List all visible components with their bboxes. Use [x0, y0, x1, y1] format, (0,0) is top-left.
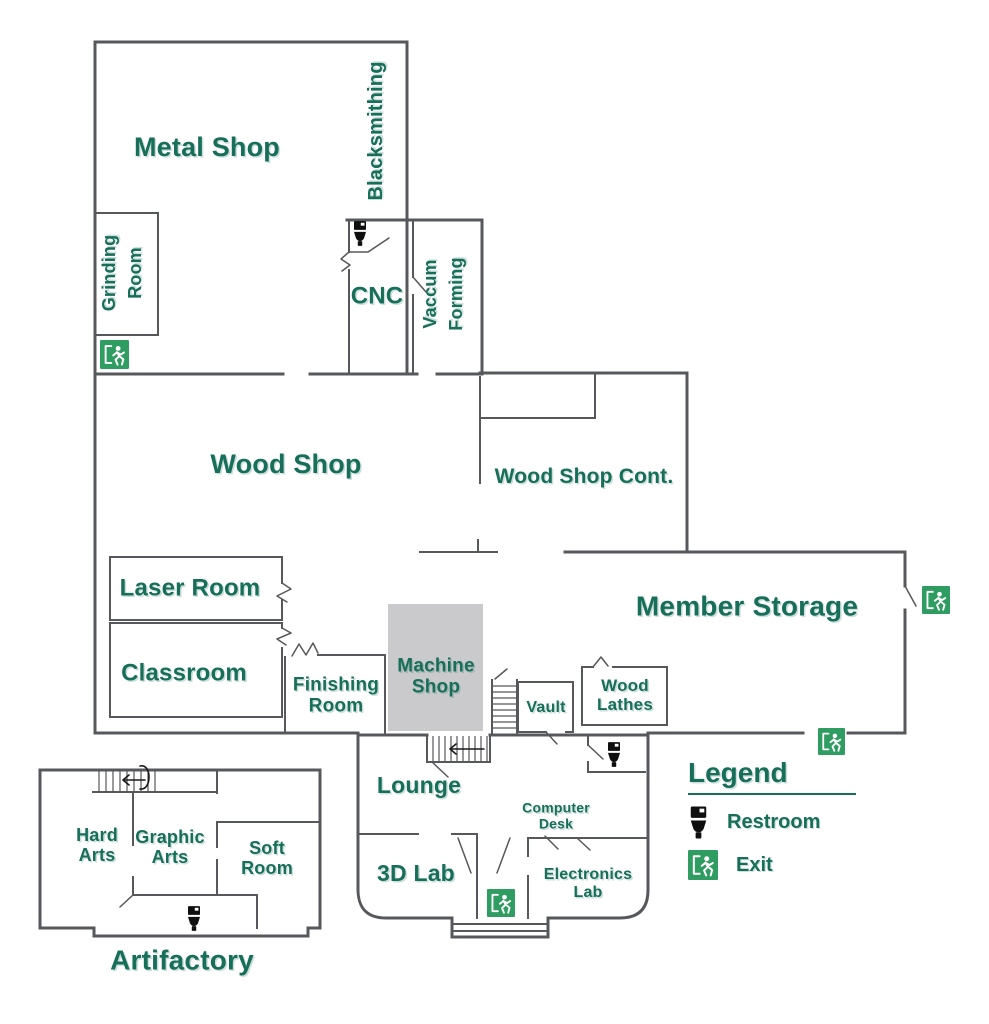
room-label-wood-lathes: Wood Lathes: [597, 675, 653, 714]
restroom-icon: [688, 806, 709, 839]
room-label-computer-desk: Computer Desk: [522, 799, 590, 831]
room-label-classroom: Classroom: [121, 659, 247, 687]
room-label-soft-room: Soft Room: [241, 837, 293, 878]
legend-item-label: Restroom: [727, 810, 821, 833]
exit-icon: [100, 340, 129, 369]
exit-icon: [922, 586, 950, 614]
restroom-icon: [352, 218, 368, 249]
inner-walls: [92, 212, 668, 932]
exit-icon: [688, 850, 718, 880]
exit-icon: [487, 889, 515, 917]
restroom-icon: [186, 903, 202, 934]
exit-icon: [818, 728, 845, 755]
room-label-machine-shop: Machine Shop: [397, 655, 475, 698]
building-title-artifactory: Artifactory: [110, 944, 254, 976]
room-label-vaccum-forming: Vaccum Forming: [419, 257, 466, 331]
machine-shop-highlight: [388, 604, 483, 731]
legend-title: Legend: [688, 757, 788, 788]
room-label-wood-shop: Wood Shop: [210, 448, 362, 479]
room-label-electronics-lab: Electronics Lab: [543, 866, 633, 901]
room-label-member-storage: Member Storage: [635, 590, 859, 622]
restroom-icon: [606, 740, 622, 769]
room-label-laser-room: Laser Room: [119, 574, 261, 602]
legend-item-label: Exit: [736, 853, 773, 876]
room-label-cnc: CNC: [350, 282, 404, 310]
room-label-grinding-room: Grinding Room: [98, 234, 145, 312]
legend-divider: [688, 793, 856, 795]
stairs-direction-arrows: [122, 743, 485, 790]
legend-item-restroom: Restroom: [688, 805, 878, 839]
room-label-wood-shop-cont: Wood Shop Cont.: [494, 465, 674, 489]
outer-walls: [38, 40, 907, 939]
room-label-finishing-room: Finishing Room: [292, 674, 380, 717]
room-label-blacksmithing: Blacksmithing: [364, 61, 387, 201]
room-label-lounge: Lounge: [376, 772, 462, 799]
legend-item-exit: Exit: [688, 848, 878, 882]
door-marks: [119, 237, 917, 908]
room-label-metal-shop: Metal Shop: [133, 131, 281, 162]
room-label-vault: Vault: [526, 699, 566, 717]
legend: Legend Restroom Exit: [688, 757, 878, 891]
room-label-graphic-arts: Graphic Arts: [135, 826, 205, 867]
room-label-3d-lab: 3D Lab: [377, 860, 455, 887]
room-label-hard-arts: Hard Arts: [76, 824, 118, 865]
